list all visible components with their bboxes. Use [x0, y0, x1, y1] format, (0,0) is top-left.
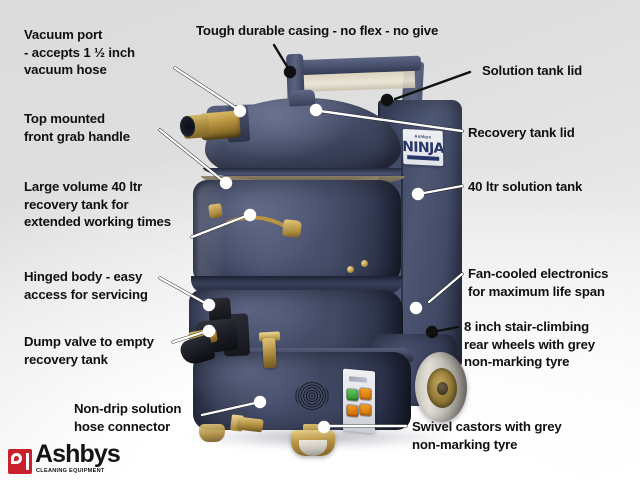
brass-screw-right [361, 260, 368, 267]
switch-orange-1[interactable] [360, 388, 371, 401]
body-latch [262, 337, 277, 369]
brand-name: Ashbys [35, 440, 121, 469]
cooling-vent-grille [295, 382, 329, 410]
callout-tough-durable-casing: Tough durable casing - no flex - no give [196, 23, 439, 38]
ashbys-logo-mark-icon [8, 449, 32, 474]
solution-tank-seam [401, 144, 403, 352]
product-illustration: Ashbys NINJA [175, 52, 469, 457]
brand-tagline: CLEANING EQUIPMENT [36, 468, 105, 474]
panel-logo [349, 376, 367, 383]
callout-recovery-tank-lid: Recovery tank lid [468, 125, 575, 140]
callout-large-volume-recovery-tank: Large volume 40 ltr recovery tank for ex… [24, 179, 171, 230]
badge-bar [407, 154, 440, 161]
callout-swivel-castors: Swivel castors with grey non-marking tyr… [412, 419, 562, 452]
swivel-castor-wheel [299, 440, 327, 456]
rear-wheel-cap [437, 382, 448, 395]
callout-40-ltr-solution-tank: 40 ltr solution tank [468, 179, 583, 194]
swivel-castor-rear-left [199, 424, 225, 442]
callout-non-drip-solution-hose-connector: Non-drip solution hose connector [74, 401, 182, 434]
callout-vacuum-port: Vacuum port - accepts 1 ½ inch vacuum ho… [24, 27, 135, 78]
recovery-tank-band [191, 276, 403, 294]
lid-knob [288, 89, 316, 107]
switch-orange-3[interactable] [360, 404, 371, 417]
grab-handle-right-mount [282, 219, 302, 238]
switch-green[interactable] [347, 388, 358, 401]
control-panel[interactable] [343, 368, 375, 434]
ashbys-logo: Ashbys CLEANING EQUIPMENT [8, 440, 121, 474]
ninja-badge: Ashbys NINJA [402, 128, 444, 167]
switch-orange-2[interactable] [347, 404, 358, 417]
grab-handle-left-mount [208, 203, 223, 219]
callout-hinged-body: Hinged body - easy access for servicing [24, 269, 148, 302]
callout-dump-valve: Dump valve to empty recovery tank [24, 334, 154, 367]
callout-solution-tank-lid: Solution tank lid [482, 63, 583, 78]
callout-top-mounted-front-grab-handle: Top mounted front grab handle [24, 111, 130, 144]
callout-rear-wheels: 8 inch stair-climbing rear wheels with g… [464, 319, 595, 370]
ashbys-logo-text: Ashbys CLEANING EQUIPMENT [35, 440, 121, 474]
badge-model-text: NINJA [402, 138, 444, 157]
brass-screw-left [347, 266, 354, 273]
callout-fan-cooled-electronics: Fan-cooled electronics for maximum life … [468, 266, 609, 299]
